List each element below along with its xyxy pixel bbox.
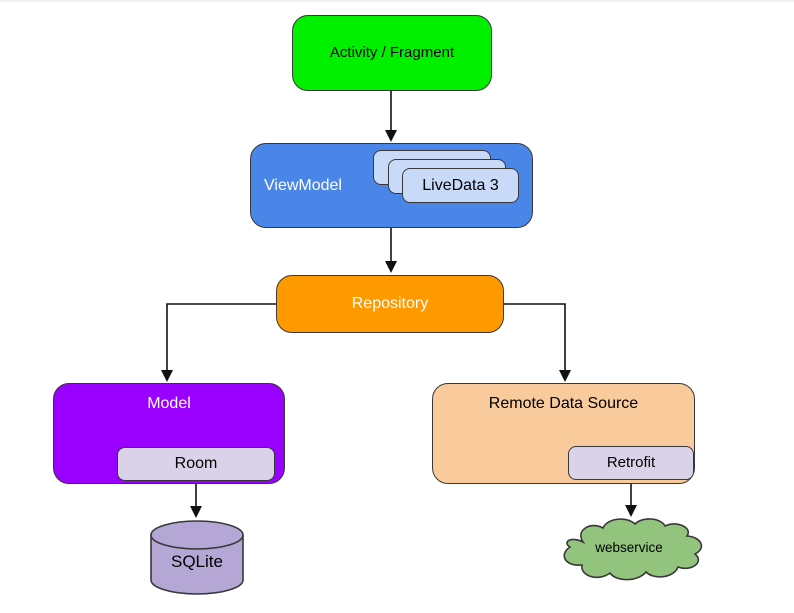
model-label: Model [147,395,191,412]
activity-fragment-label: Activity / Fragment [329,43,455,61]
remote-data-source-label: Remote Data Source [488,395,639,412]
webservice-cloud: webservice [563,518,703,581]
sqlite-cylinder-top [150,520,244,550]
sqlite-cylinder-body [150,534,244,595]
arrow-repository-to-remote [504,303,571,382]
retrofit-label: Retrofit [606,453,656,471]
activity-fragment-node: Activity / Fragment [292,15,492,91]
arrow-repository-to-model [161,303,276,382]
sqlite-cylinder: SQLite [150,520,244,595]
repository-node: Repository [276,275,504,333]
room-chip: Room [117,447,275,481]
livedata-card-front: LiveData 3 [402,168,519,203]
webservice-label: webservice [594,540,663,555]
viewmodel-label: ViewModel [264,176,342,194]
livedata-label: LiveData 3 [422,176,499,194]
room-label: Room [174,455,218,473]
repository-label: Repository [351,295,429,313]
sqlite-label: SQLite [171,552,223,571]
webservice-cloud-shape [563,518,703,581]
retrofit-chip: Retrofit [568,446,694,480]
